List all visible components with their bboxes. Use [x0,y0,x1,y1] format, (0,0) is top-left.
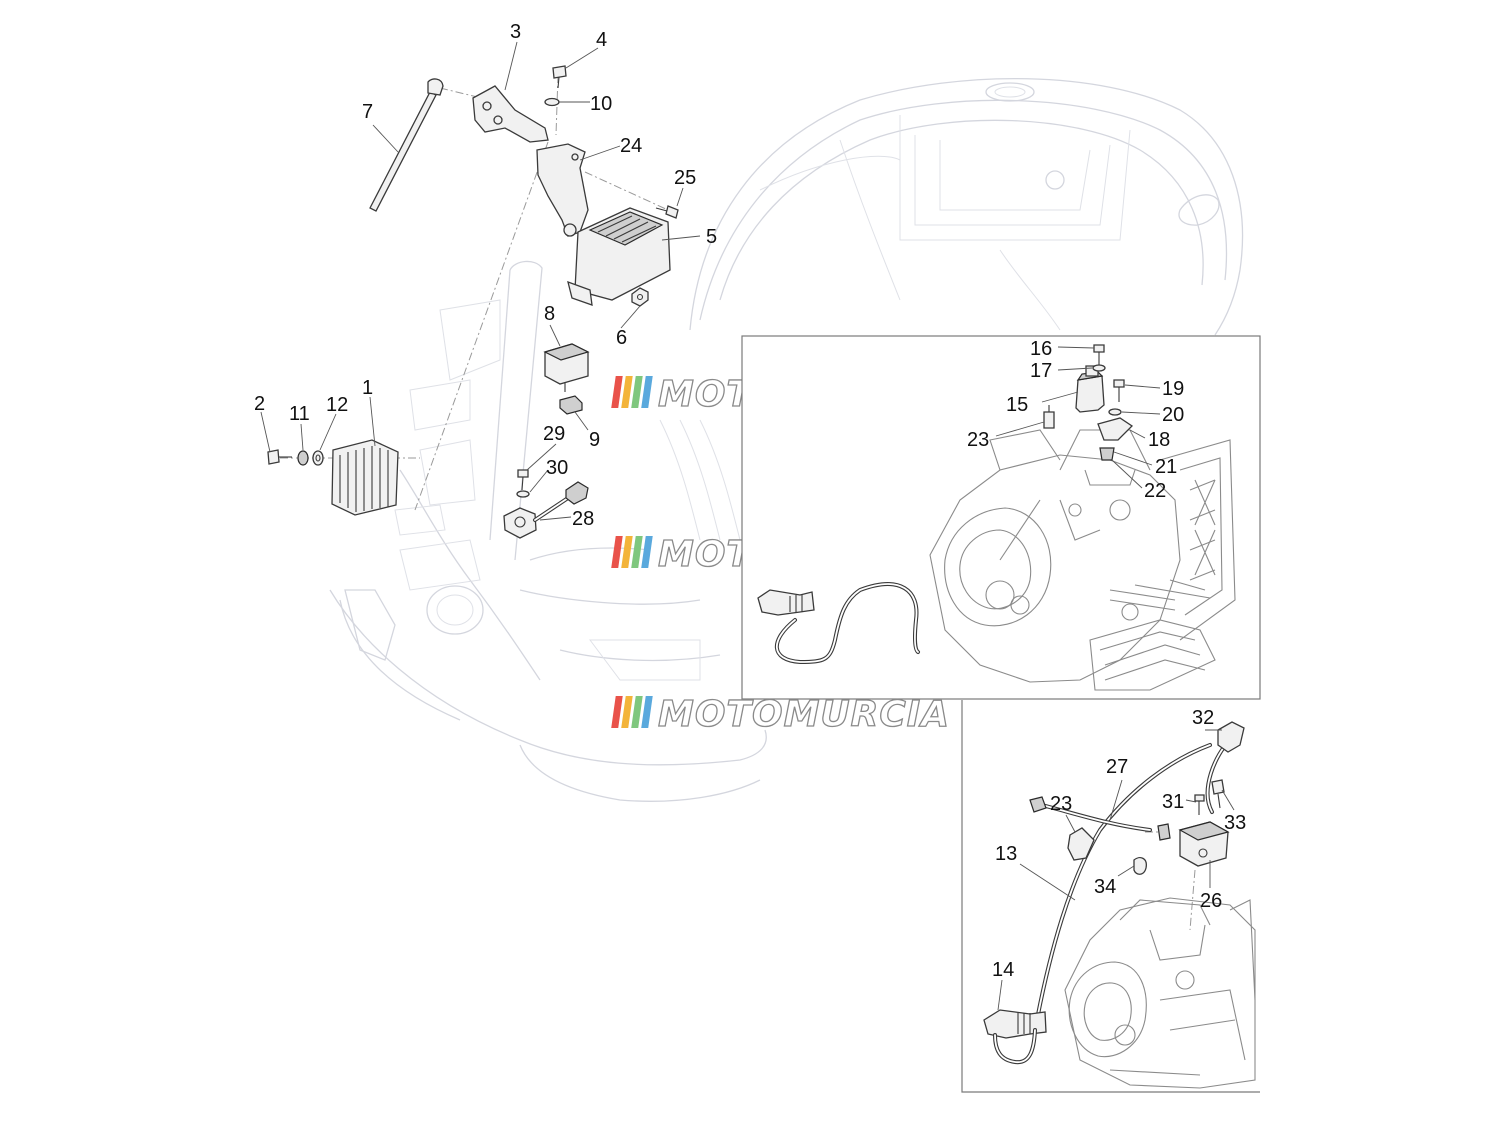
voltage-regulator [331,439,399,516]
callout-12: 12 [326,394,348,416]
screw-29 [517,469,529,491]
washer-30 [516,490,530,498]
bracket-18 [1097,417,1134,441]
callout-21: 21 [1155,456,1177,478]
cable-tie [369,78,444,212]
inset-engine-starter [741,335,1261,700]
clip-23 [1067,827,1095,861]
screw-4 [552,65,567,89]
support-plate [536,143,589,237]
grommet-21 [1099,447,1115,461]
callout-10: 10 [590,93,612,115]
washer-11 [297,450,309,466]
washer-20 [1108,408,1122,416]
cable-inset-1 [757,582,920,665]
callout-19: 19 [1162,378,1184,400]
inset-ignition-coil [961,700,1260,1093]
callout-9: 9 [589,429,600,451]
washer-12 [312,450,324,466]
bolt-19 [1113,379,1125,402]
callout-28: 28 [572,508,594,530]
connector-23-top [1043,405,1055,429]
callout-26: 26 [1200,890,1222,912]
callout-34: 34 [1094,876,1116,898]
scooter-body-outline [329,77,1244,802]
engine-block-1 [929,429,1236,691]
callout-14: 14 [992,959,1014,981]
callout-18: 18 [1148,429,1170,451]
watermark-3: MOTOMURCIA [611,693,950,736]
callout-16: 16 [1030,338,1052,360]
engine-block-2 [1064,897,1256,1089]
clip-34 [1133,857,1147,875]
callout-29: 29 [543,423,565,445]
callout-15: 15 [1006,394,1028,416]
mounting-bracket [472,85,549,143]
callout-13: 13 [995,843,1017,865]
callout-5: 5 [706,226,717,248]
relay-holder [559,395,583,415]
sensor-with-cable [503,481,589,539]
nut-6 [631,287,649,307]
watermark-text: MOTOMURCIA [658,694,950,735]
callout-30: 30 [546,457,568,479]
leader-lines [260,41,701,521]
relay [543,343,590,392]
callout-33: 33 [1224,812,1246,834]
washer-17 [1092,364,1106,372]
callout-4: 4 [596,29,607,51]
callout-11: 11 [289,403,310,425]
bolt-16 [1093,344,1105,365]
control-unit [567,207,671,306]
callout-7: 7 [362,101,373,123]
bolt-31 [1194,794,1205,815]
callout-8: 8 [544,303,555,325]
callout-3: 3 [510,21,521,43]
callout-2: 2 [254,393,265,415]
ignition-coil [1178,821,1230,867]
callout-1: 1 [362,377,373,399]
callout-27: 27 [1106,756,1128,778]
starter-solenoid [1075,365,1105,413]
callout-23-lower: 23 [1050,793,1072,815]
screw-2 [267,449,292,465]
callout-32: 32 [1192,707,1214,729]
callout-6: 6 [616,327,627,349]
callout-31: 31 [1162,791,1184,813]
plug-connector-14 [983,1009,1047,1065]
callout-24: 24 [620,135,642,157]
cap-33 [1211,779,1225,809]
callout-23: 23 [967,429,989,451]
callout-17: 17 [1030,360,1052,382]
washer-10 [544,97,560,107]
callout-25: 25 [674,167,696,189]
bolt-25 [655,205,679,219]
callout-20: 20 [1162,404,1184,426]
callout-22: 22 [1144,480,1166,502]
callout-labels: 7 3 4 10 24 25 5 6 8 9 1 2 11 12 29 30 2… [254,21,1246,981]
